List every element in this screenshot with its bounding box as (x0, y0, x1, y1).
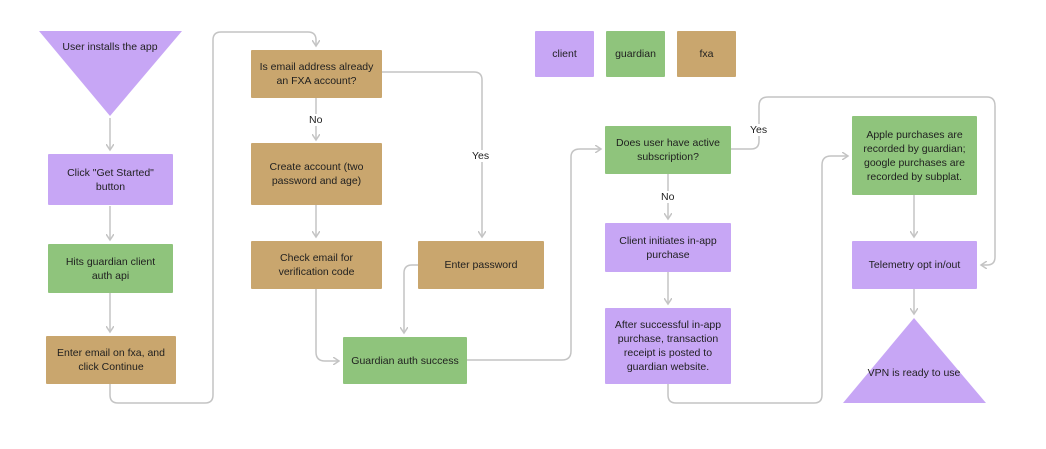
guardian-auth-success-node: Guardian auth success (343, 337, 467, 384)
edge-label-no-sub: No (658, 191, 678, 203)
edge-label-yes-fxa: Yes (469, 150, 493, 162)
create-account-node: Create account (two password and age) (251, 143, 382, 205)
enter-email-node: Enter email on fxa, and click Continue (46, 336, 176, 384)
edge-subscription-yes (731, 96, 996, 265)
edge-email-to-fxacheck (109, 31, 316, 404)
legend-fxa: fxa (677, 31, 736, 77)
edge-password-to-success (404, 264, 418, 333)
is-email-fxa-node: Is email address already an FXA account? (251, 50, 382, 98)
user-installs-label: User installs the app (62, 41, 158, 53)
enter-password-node: Enter password (418, 241, 544, 289)
edge-success-to-subscription (467, 149, 601, 361)
edge-label-no-fxa: No (306, 114, 326, 126)
edge-posted-to-apple (667, 156, 848, 404)
legend-client: client (535, 31, 594, 77)
hits-guardian-auth-node: Hits guardian client auth api (48, 244, 173, 293)
start-triangle (39, 31, 182, 116)
active-subscription-node: Does user have active subscription? (605, 126, 731, 174)
click-get-started-node: Click "Get Started" button (48, 154, 173, 205)
telemetry-node: Telemetry opt in/out (852, 241, 977, 289)
edge-check-to-success (315, 289, 339, 361)
legend-guardian: guardian (606, 31, 665, 77)
check-email-node: Check email for verification code (251, 241, 382, 289)
edge-fxacheck-yes (382, 71, 482, 237)
apple-purchases-node: Apple purchases are recorded by guardian… (852, 116, 977, 195)
after-purchase-node: After successful in-app purchase, transa… (605, 308, 731, 384)
edge-label-yes-sub: Yes (747, 124, 771, 136)
client-initiates-node: Client initiates in-app purchase (605, 223, 731, 272)
vpn-ready-label: VPN is ready to use (867, 367, 961, 379)
end-triangle (843, 318, 986, 403)
